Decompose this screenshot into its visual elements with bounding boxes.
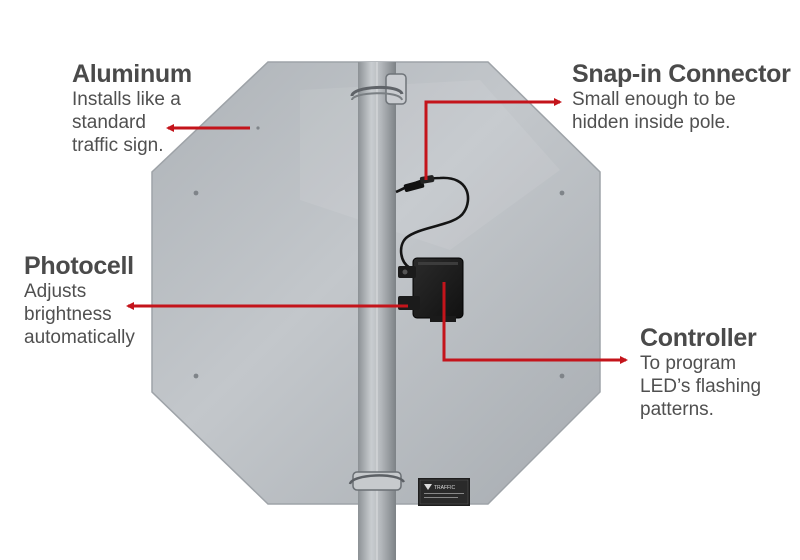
callout-controller-line: patterns. [640, 399, 714, 420]
callout-controller: Controller To program LED’s flashing pat… [640, 324, 761, 421]
callout-snap-in-title: Snap-in Connector [572, 60, 791, 88]
bottom-bracket [348, 471, 406, 491]
callout-snap-in-line: hidden inside pole. [572, 112, 731, 133]
callout-photocell-line: brightness [24, 304, 112, 325]
bolt-holes [193, 126, 565, 379]
callout-aluminum-line: standard [72, 112, 146, 133]
controller-box [412, 257, 464, 322]
callout-aluminum: Aluminum Installs like a standard traffi… [72, 60, 192, 157]
label-plate: TRAFFIC [418, 478, 470, 506]
callout-controller-title: Controller [640, 324, 757, 352]
label-plate-brand: TRAFFIC [434, 485, 455, 491]
top-bracket [350, 73, 407, 105]
callout-snap-in-line: Small enough to be [572, 89, 736, 110]
callout-photocell: Photocell Adjusts brightness automatical… [24, 252, 135, 349]
callout-aluminum-line: traffic sign. [72, 135, 164, 156]
callout-controller-line: LED’s flashing [640, 376, 762, 397]
arrow-controller [442, 282, 628, 364]
callout-photocell-title: Photocell [24, 252, 134, 280]
callout-photocell-line: Adjusts [24, 281, 87, 302]
callout-arrows [126, 98, 628, 364]
callout-aluminum-line: Installs like a [72, 89, 181, 110]
callout-photocell-line: automatically [24, 327, 135, 348]
arrow-snap-in [424, 98, 562, 180]
callout-snap-in-connector: Snap-in Connector Small enough to be hid… [572, 60, 791, 134]
callout-controller-line: To program [640, 353, 737, 374]
callout-aluminum-title: Aluminum [72, 60, 192, 88]
